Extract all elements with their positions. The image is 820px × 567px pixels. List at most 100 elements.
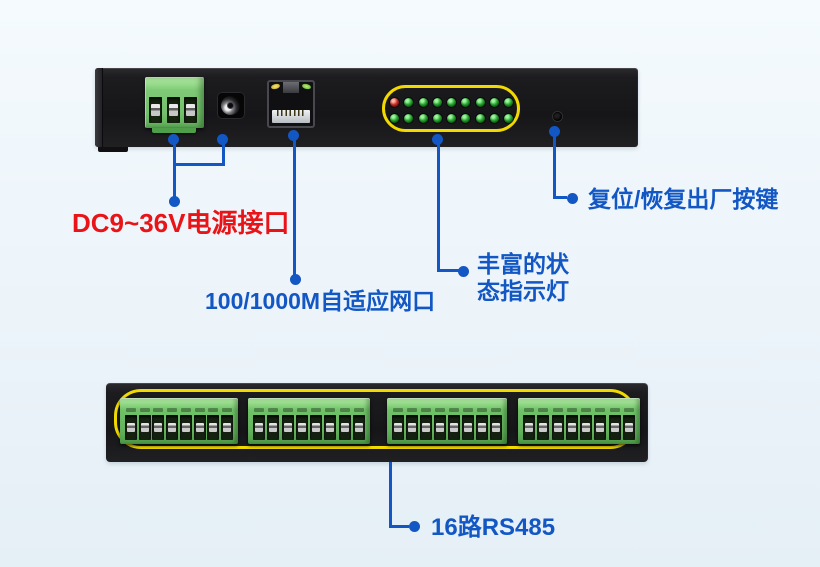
device-front-panel: [95, 68, 638, 152]
terminal-pins: [125, 408, 233, 440]
power-pin-hole: [149, 97, 162, 123]
annotation-dot: [217, 134, 228, 145]
power-pin-screw: [151, 104, 160, 116]
rs485-pin: [220, 408, 233, 440]
annotation-dot: [169, 196, 180, 207]
rs485-pin: [392, 408, 404, 440]
rs485-pin: [166, 408, 179, 440]
status-led-green: [432, 98, 442, 107]
annotation-dot: [458, 266, 469, 277]
terminal-block-1: [120, 398, 238, 444]
annotation-dot: [288, 130, 299, 141]
rs485-pin-screw: [539, 423, 548, 432]
rs485-pin: [448, 408, 460, 440]
annotation-line: [389, 462, 392, 527]
rs485-pin-screw: [195, 423, 204, 432]
annotation-line: [437, 139, 440, 272]
annotation-line: [437, 269, 459, 272]
panel-left-flange: [95, 68, 103, 147]
label-status-leds-line2: 态指示灯: [477, 278, 569, 304]
rs485-pin-screw: [624, 423, 633, 432]
rs485-pin-screw: [312, 423, 321, 432]
rs485-pin-screw: [596, 423, 605, 432]
rs485-pin: [310, 408, 323, 440]
status-led-green: [418, 98, 428, 107]
panel-bottom-lip: [98, 147, 128, 152]
device-bottom-panel: [106, 383, 648, 462]
dc-jack: [217, 92, 245, 119]
label-status-leds: 丰富的状 态指示灯: [477, 251, 569, 305]
rs485-pin-screw: [582, 423, 591, 432]
rs485-pin-screw: [154, 423, 163, 432]
rs485-pin-screw: [168, 423, 177, 432]
rs485-pin-screw: [464, 423, 472, 432]
status-led-green: [504, 98, 514, 107]
rs485-pin: [281, 408, 294, 440]
rs485-pin: [420, 408, 432, 440]
status-led-green: [475, 98, 485, 107]
rs485-pin: [565, 408, 578, 440]
rs485-pin: [622, 408, 635, 440]
terminal-block-2: [248, 398, 370, 444]
status-led-red: [390, 98, 399, 107]
rs485-pin-screw: [140, 423, 149, 432]
status-led-green: [432, 113, 442, 123]
rs485-pin: [267, 408, 280, 440]
rs485-pin: [179, 408, 192, 440]
status-led-green: [461, 98, 471, 107]
status-led-green: [447, 98, 457, 107]
rs485-pin-screw: [297, 423, 306, 432]
status-led-row-bottom: [390, 113, 514, 123]
rs485-pin: [125, 408, 137, 440]
rs485-pin-screw: [222, 423, 231, 432]
rs485-pin-screw: [354, 423, 363, 432]
annotation-dot: [290, 274, 301, 285]
rs485-pin-screw: [492, 423, 500, 432]
status-led-green: [390, 113, 399, 123]
rs485-pin: [207, 408, 220, 440]
rs485-pin: [490, 408, 502, 440]
rs485-pin: [462, 408, 474, 440]
rs485-pin-screw: [408, 423, 416, 432]
led-highlight-outline: [382, 85, 520, 132]
status-led-green: [404, 98, 414, 107]
ethernet-port: [267, 80, 315, 128]
annotation-line: [553, 131, 556, 198]
rs485-pin: [152, 408, 165, 440]
rs485-pin-screw: [553, 423, 562, 432]
rs485-pin-screw: [525, 423, 533, 432]
rs485-pin-screw: [394, 423, 402, 432]
label-reset: 复位/恢复出厂按键: [588, 186, 779, 212]
rs485-pin: [523, 408, 535, 440]
rs485-pin-screw: [127, 423, 135, 432]
terminal-pins: [523, 408, 635, 440]
rs485-pin: [295, 408, 308, 440]
annotation-line: [389, 525, 409, 528]
rj45-green-led-icon: [301, 82, 312, 91]
power-terminal-block: [145, 77, 204, 133]
rs485-pin-screw: [340, 423, 349, 432]
rs485-pin-screw: [269, 423, 278, 432]
rs485-pin: [594, 408, 607, 440]
annotation-line: [553, 196, 567, 199]
power-pin-hole: [184, 97, 197, 123]
rs485-pin-screw: [567, 423, 576, 432]
rs485-pin: [580, 408, 593, 440]
rs485-pin-screw: [255, 423, 263, 432]
annotation-dot: [409, 521, 420, 532]
label-status-leds-line1: 丰富的状: [477, 251, 569, 277]
annotation-line: [173, 166, 176, 200]
rs485-pin: [476, 408, 488, 440]
status-led-green: [418, 113, 428, 123]
rs485-pin-screw: [422, 423, 430, 432]
annotation-dot: [168, 134, 179, 145]
dc-jack-center-pin: [228, 103, 233, 108]
terminal-pins: [392, 408, 502, 440]
status-led-green: [461, 113, 471, 123]
annotation-line: [173, 163, 225, 166]
status-led-green: [490, 98, 500, 107]
status-led-green: [490, 113, 500, 123]
status-led-green: [504, 113, 514, 123]
rs485-pin: [338, 408, 351, 440]
status-led-green: [404, 113, 414, 123]
